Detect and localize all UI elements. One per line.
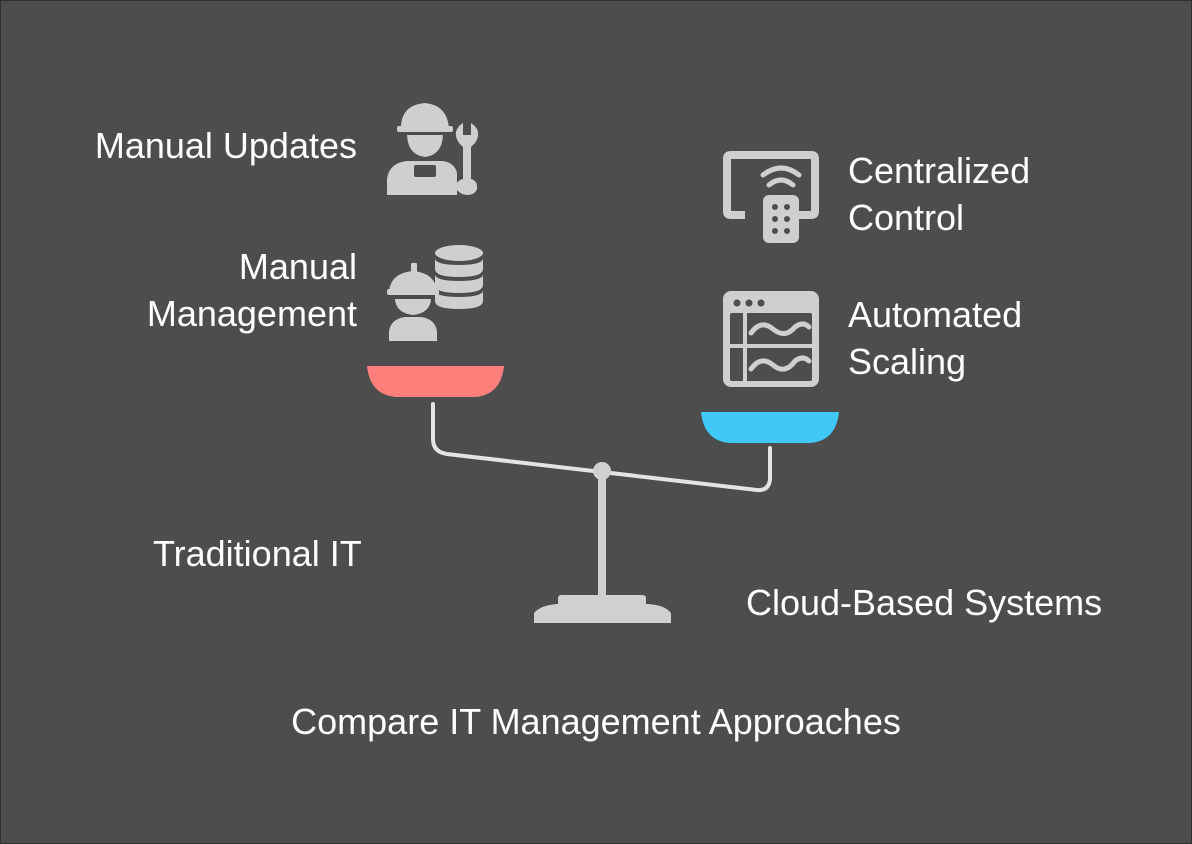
- remote-control-icon: [723, 151, 819, 243]
- scale-post: [598, 471, 606, 599]
- centralized-control-label: Centralized Control: [848, 150, 1031, 238]
- worker-database-icon: [387, 245, 483, 341]
- worker-wrench-icon: [387, 103, 479, 195]
- manual-updates-label: Manual Updates: [94, 125, 357, 166]
- left-pan: [367, 366, 504, 397]
- scale-base-top: [558, 595, 646, 606]
- scale-pivot: [593, 462, 611, 480]
- right-pan: [701, 412, 839, 443]
- manual-management-label: Manual Management: [146, 246, 357, 334]
- diagram-title: Compare IT Management Approaches: [291, 701, 901, 742]
- traditional-it-label: Traditional IT: [153, 533, 362, 574]
- monitoring-window-icon: [723, 291, 819, 387]
- cloud-based-systems-label: Cloud-Based Systems: [746, 582, 1103, 623]
- scale-base: [534, 604, 671, 623]
- automated-scaling-label: Automated Scaling: [848, 294, 1023, 382]
